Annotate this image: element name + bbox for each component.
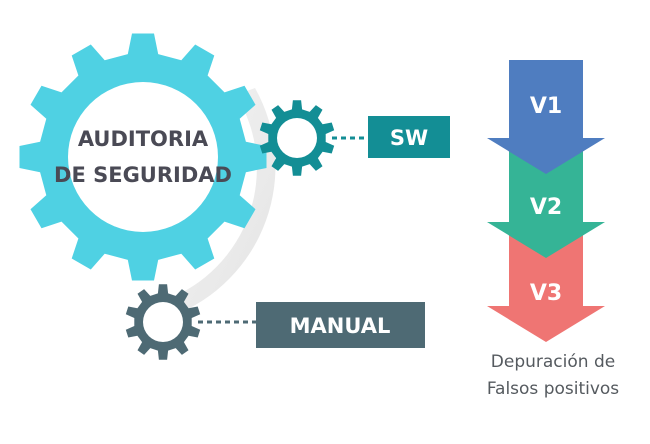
sw-gear-hole (277, 118, 317, 158)
manual-gear-hole (143, 302, 183, 342)
main-gear-title-line2: DE SEGURIDAD (54, 163, 232, 187)
version-label-v3: V3 (530, 281, 562, 306)
sw-label: SW (390, 126, 428, 150)
manual-label: MANUAL (290, 314, 391, 338)
caption-line1: Depuración de (491, 352, 615, 372)
arrow-v2 (487, 144, 605, 258)
caption-line2: Falsos positivos (487, 379, 619, 399)
arrow-v3 (487, 228, 605, 342)
shadow-arc (165, 88, 276, 316)
manual-box (256, 302, 425, 348)
arrow-v1 (487, 60, 605, 174)
main-gear-title-line1: AUDITORIA (78, 127, 209, 151)
version-label-v2: V2 (530, 195, 562, 220)
main-gear-hole (68, 82, 218, 232)
version-label-v1: V1 (530, 94, 562, 119)
sw-box (368, 116, 450, 158)
